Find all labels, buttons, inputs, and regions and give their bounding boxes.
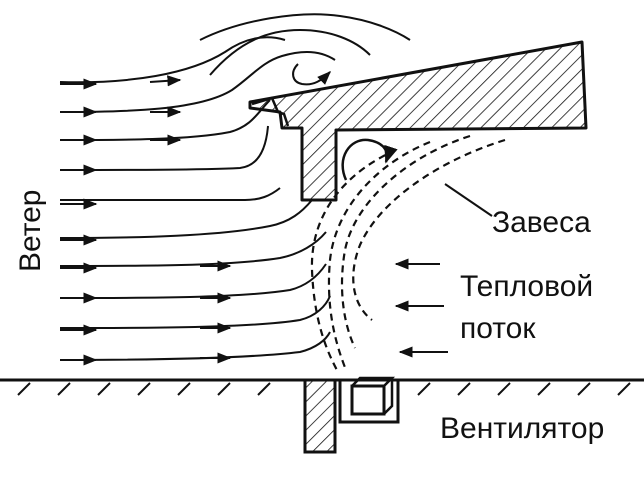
eddy-top	[292, 63, 331, 86]
canopy-step	[251, 96, 290, 127]
fan-pit	[303, 376, 400, 454]
air-curtain	[310, 134, 506, 373]
eddy-curtain	[341, 138, 398, 181]
canopy-slab	[248, 40, 588, 202]
curtain-leader	[444, 183, 493, 217]
heat-flow-arrows	[394, 258, 448, 358]
ground-hatching	[17, 382, 631, 396]
wind-arrows	[60, 75, 232, 366]
heat-flow-label-line2: поток	[460, 312, 536, 345]
wind-streamlines	[59, 13, 411, 361]
curtain-label: Завеса	[492, 206, 591, 239]
fan-label: Вентилятор	[440, 412, 605, 445]
wind-label: Ветер	[14, 189, 47, 272]
heat-flow-label-line1: Тепловой	[460, 270, 594, 303]
